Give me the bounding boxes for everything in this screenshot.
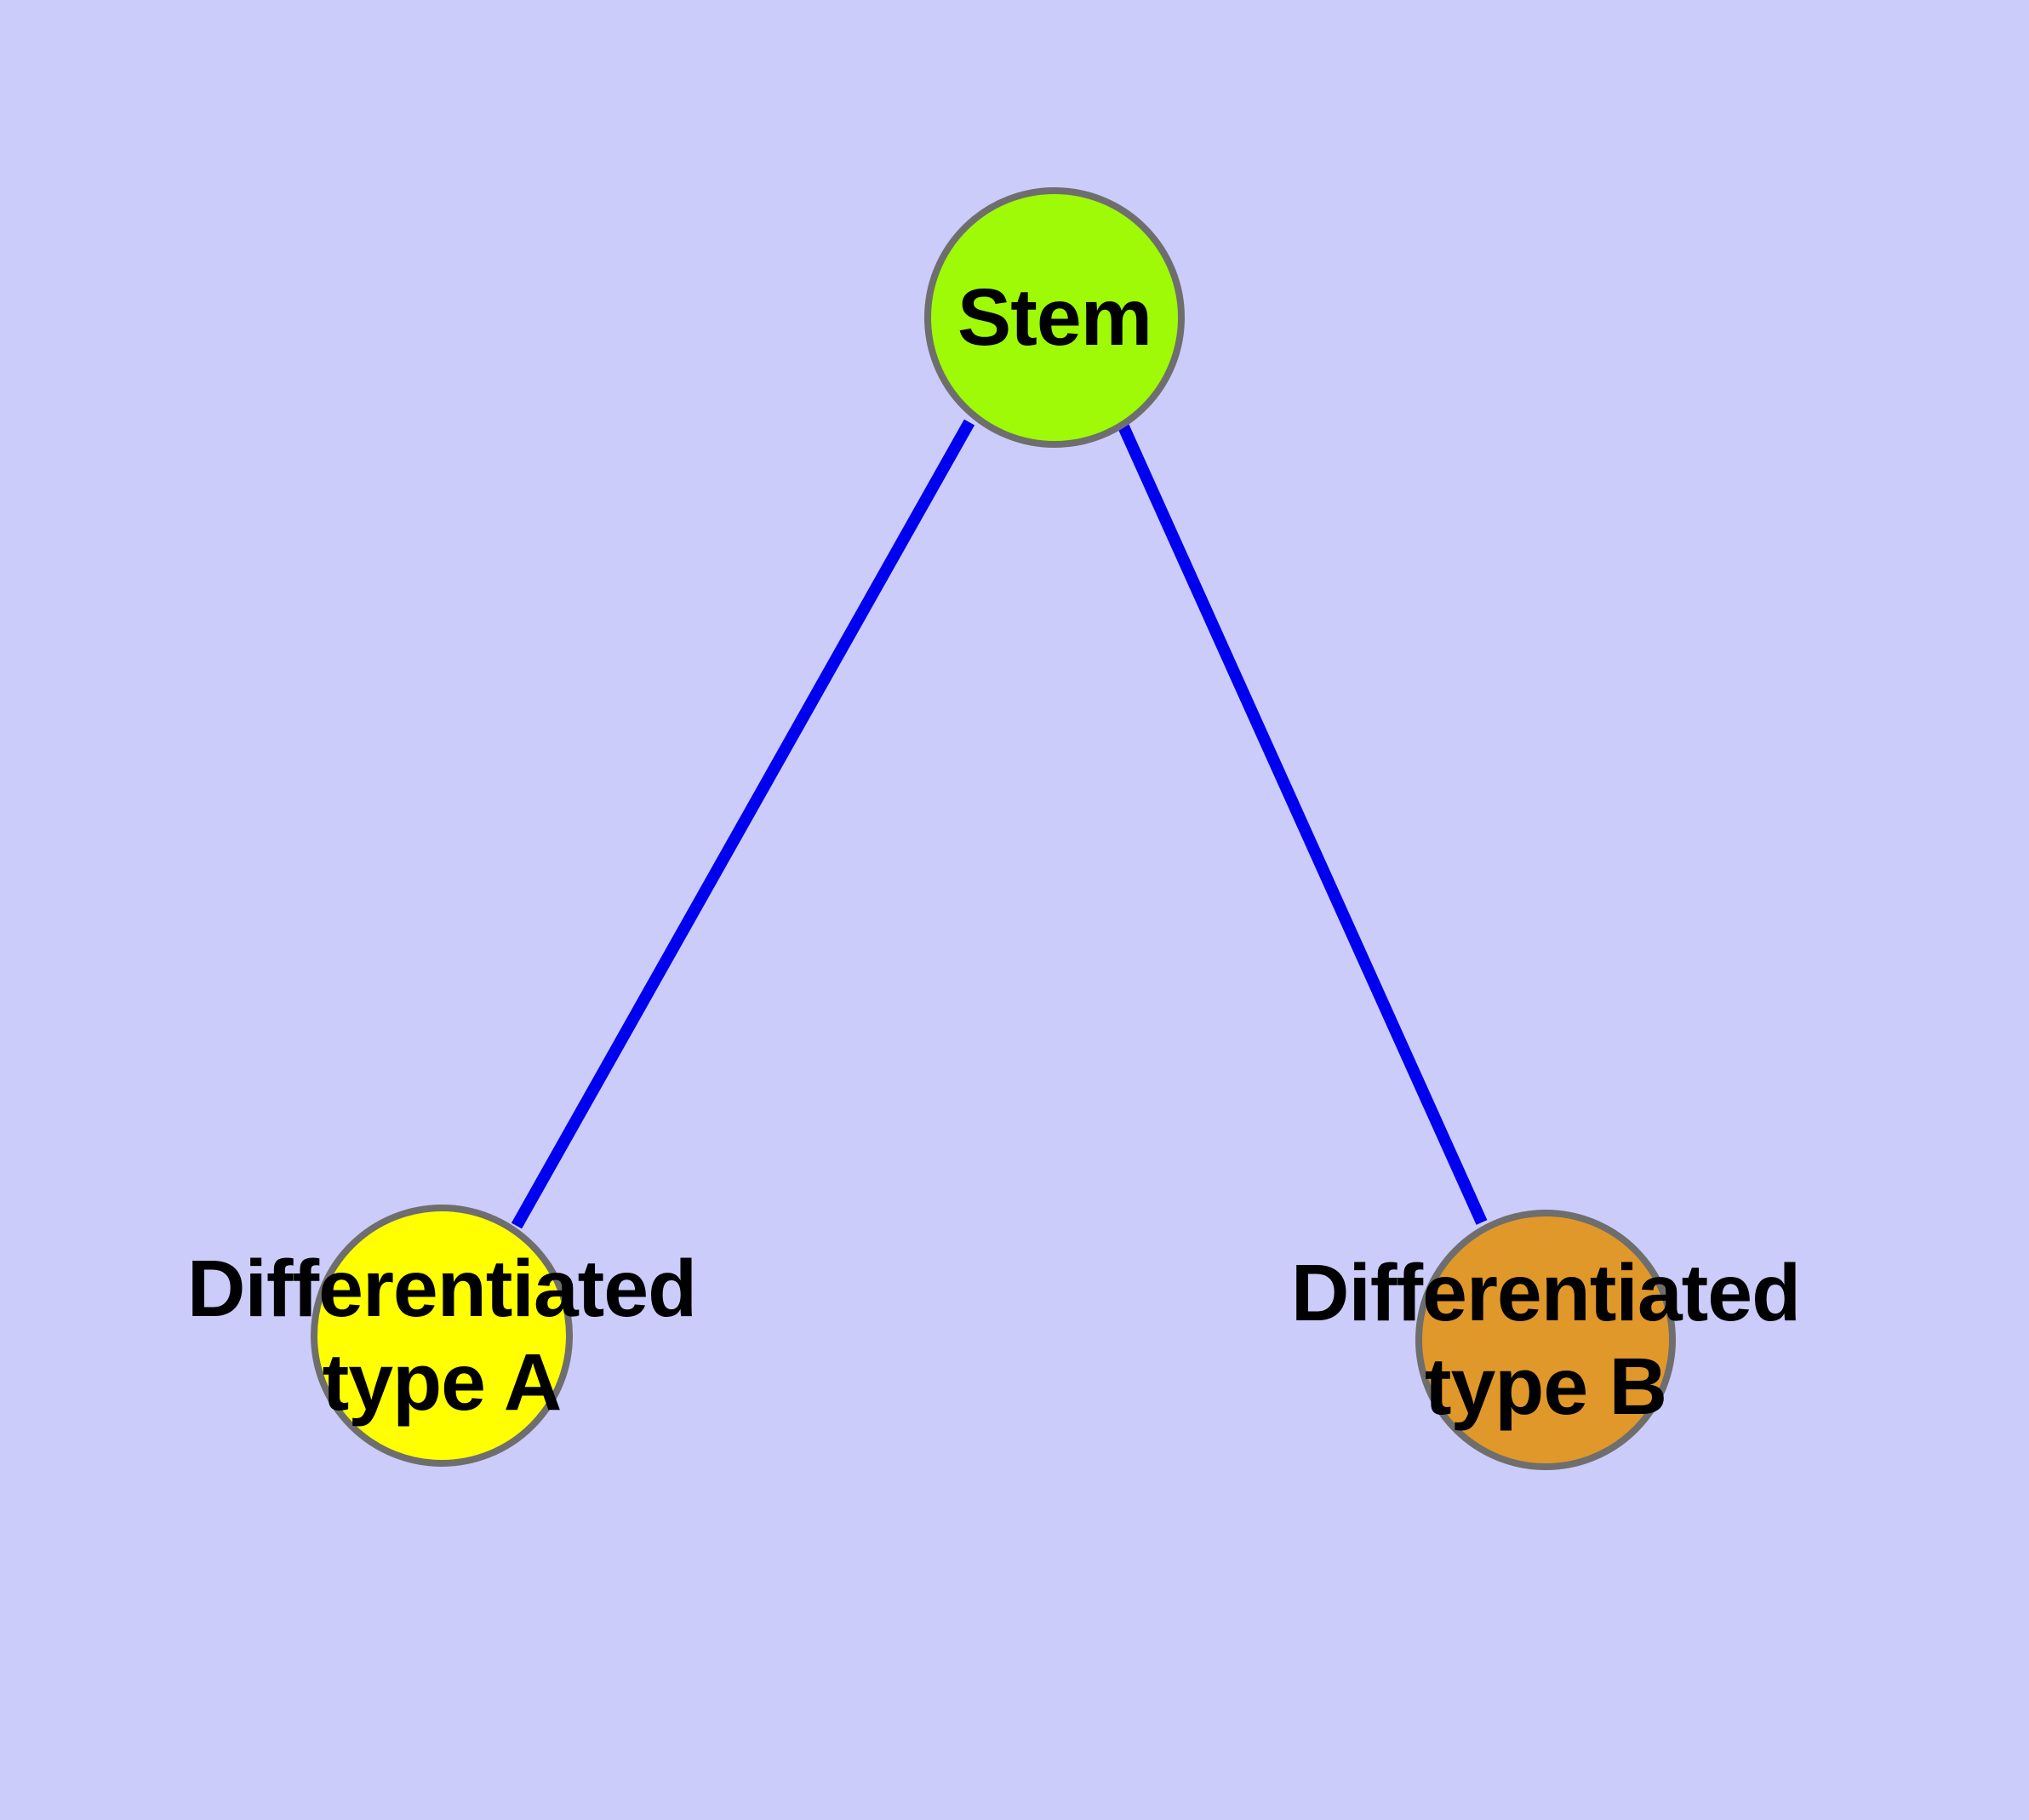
- node-stem-label: Stem: [957, 272, 1152, 363]
- edge-stem-to-differentiated-type-a: [511, 419, 975, 1229]
- node-differentiated-type-b-label: Differentiated type B: [1290, 1248, 1801, 1432]
- node-differentiated-type-b[interactable]: Differentiated type B: [1291, 1210, 1801, 1470]
- edge-stem-to-differentiated-type-b: [1113, 415, 1488, 1225]
- node-differentiated-type-a-label: Differentiated type A: [186, 1244, 697, 1428]
- node-differentiated-type-a[interactable]: Differentiated type A: [187, 1205, 697, 1467]
- node-stem[interactable]: Stem: [924, 187, 1185, 448]
